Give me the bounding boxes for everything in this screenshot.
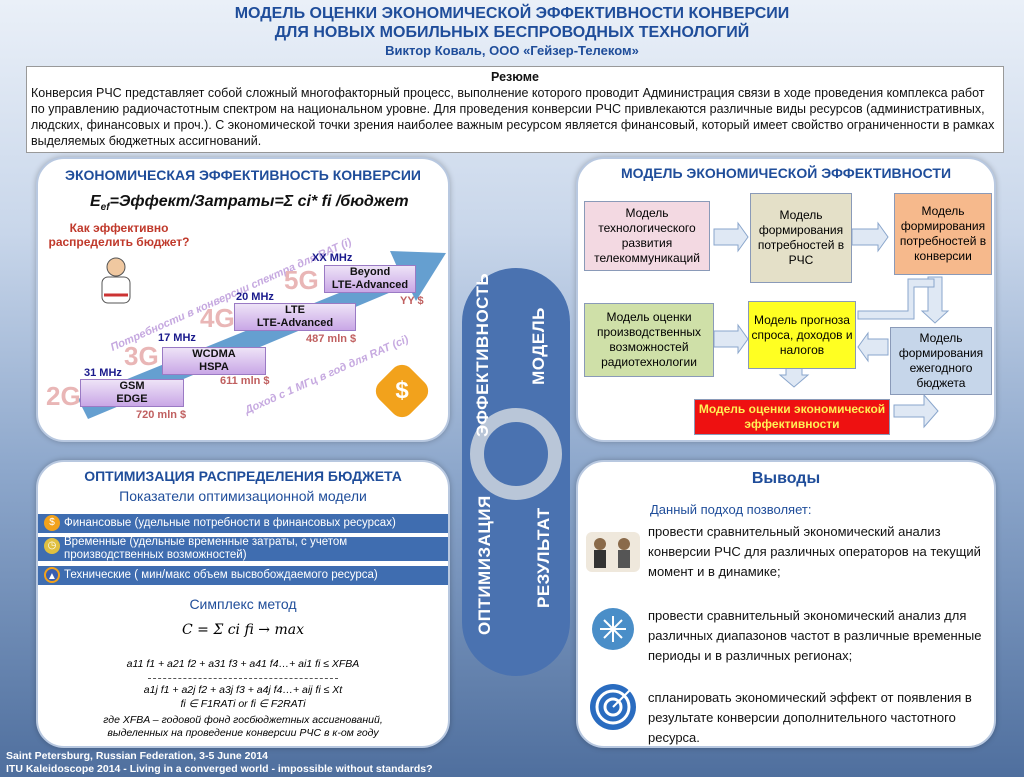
title-line-1: МОДЕЛЬ ОЦЕНКИ ЭКОНОМИЧЕСКОЙ ЭФФЕКТИВНОСТ…: [234, 5, 790, 22]
conclusions-lead: Данный подход позволяет:: [650, 502, 812, 517]
box-annual-budget: Модель формирования ежегодного бюджета: [890, 327, 992, 395]
gen-2g-mhz: 31 MHz: [84, 367, 122, 379]
panel1-title: ЭКОНОМИЧЕСКАЯ ЭФФЕКТИВНОСТЬ КОНВЕРСИИ: [65, 167, 421, 183]
gen-5g-box: Beyond LTE-Advanced: [324, 265, 416, 293]
panel2-title: МОДЕЛЬ ЭКОНОМИЧЕСКОЙ ЭФФЕКТИВНОСТИ: [620, 165, 952, 181]
money-icon: $: [44, 515, 60, 531]
constraint-1: a11 f1 + a21 f2 + a31 f3 + a41 f4…+ ai1 …: [126, 658, 360, 670]
question: Как эффективно распределить бюджет?: [48, 221, 190, 249]
footer-line-1: Saint Petersburg, Russian Federation, 3-…: [6, 750, 269, 762]
formula-sub: ef: [100, 202, 110, 214]
gen-5g-mhz: XX MHz: [312, 252, 353, 264]
formula: Eef=Эффект/Затраты=Σ ci* fi /бюджет: [90, 193, 409, 213]
bar-time: ◷Временные (удельные временные затраты, …: [38, 536, 448, 561]
label-model: МОДЕЛЬ: [529, 307, 548, 385]
gen-2g-box: GSM EDGE: [80, 379, 184, 407]
gen-4g-mhz: 20 MHz: [236, 291, 274, 303]
divider: [148, 678, 338, 679]
gen-4g-box: LTE LTE-Advanced: [234, 303, 356, 331]
simplex-title: Симплекс метод: [189, 596, 297, 612]
thinking-man-icon: [94, 255, 138, 307]
flow-arrows: [713, 221, 950, 429]
gen-2g-big: 2G: [46, 381, 81, 411]
formula-e: E: [90, 193, 101, 210]
panel3-subtitle: Показатели оптимизационной модели: [119, 488, 367, 504]
author: Виктор Коваль, ООО «Гейзер-Телеком»: [385, 43, 639, 58]
formula-rest: =Эффект/Затраты=Σ ci* fi /бюджет: [109, 193, 409, 210]
conclusion-3: спланировать экономический эффект от поя…: [648, 690, 972, 745]
footer-line-2: ITU Kaleidoscope 2014 - Living in a conv…: [6, 763, 433, 775]
gen-5g-big: 5G: [284, 265, 319, 295]
gen-5g-mln: YY $: [400, 295, 424, 307]
target-icon: [590, 684, 636, 730]
gen-3g-big: 3G: [124, 341, 159, 371]
constraint-note: где XFBA – годовой фонд госбюджетных асс…: [103, 714, 383, 739]
label-optimization: ОПТИМИЗАЦИЯ: [475, 495, 494, 635]
dollar-icon: $: [370, 359, 434, 423]
conclusion-1: провести сравнительный экономический ана…: [648, 524, 981, 579]
title-line-2: ДЛЯ НОВЫХ МОБИЛЬНЫХ БЕСПРОВОДНЫХ ТЕХНОЛО…: [274, 24, 750, 41]
resume-box: Резюме Конверсия РЧС представляет собой …: [26, 66, 1004, 153]
circuit-icon: [592, 608, 634, 650]
bar-financial: $ Финансовые (удельные потребности в фина…: [38, 514, 448, 533]
resume-title: Резюме: [491, 70, 539, 84]
gen-3g-mln: 611 mln $: [220, 375, 270, 387]
clock-icon: ◷: [44, 538, 60, 554]
box-tech-development: Модель технологического развития телеком…: [584, 201, 710, 271]
bar-technical-label: Технические ( мин/макс объем высвобождае…: [64, 569, 378, 581]
gen-4g-mln: 487 mln $: [306, 333, 357, 345]
panel-optimization: ОПТИМИЗАЦИЯ РАСПРЕДЕЛЕНИЯ БЮДЖЕТА Показа…: [36, 460, 450, 748]
label-efficiency: ЭФФЕКТИВНОСТЬ: [473, 272, 492, 437]
panel3-title: ОПТИМИЗАЦИЯ РАСПРЕДЕЛЕНИЯ БЮДЖЕТА: [84, 468, 402, 484]
growth-arrow: [78, 251, 446, 419]
constraint-2: a1j f1 + a2j f2 + a3j f3 + a4j f4…+ aij …: [143, 684, 343, 696]
gen-3g-mhz: 17 MHz: [158, 332, 196, 344]
box-production-capacity: Модель оценки производственных возможнос…: [584, 303, 714, 377]
gen-4g-big: 4G: [200, 303, 235, 333]
people-phones-icon: [586, 532, 640, 572]
bar-technical: ▲ Технические ( мин/макс объем высвобожда…: [38, 566, 448, 585]
panel-conclusions: Выводы Данный подход позволяет: провести…: [576, 460, 996, 748]
conclusion-2: провести сравнительный экономический ана…: [648, 608, 982, 663]
panel-economic-efficiency: ЭКОНОМИЧЕСКАЯ ЭФФЕКТИВНОСТЬ КОНВЕРСИИ Ee…: [36, 157, 450, 442]
bar-financial-label: Финансовые (удельные потребности в финан…: [64, 517, 396, 529]
formula-objective: C = Σ ci fi → max: [182, 622, 304, 638]
box-rcs-needs: Модель формирования потребностей в РЧС: [750, 193, 852, 283]
box-conversion-needs: Модель формирования потребностей в конве…: [894, 193, 992, 275]
box-economic-efficiency: Модель оценки экономической эффективност…: [694, 399, 890, 435]
header: МОДЕЛЬ ОЦЕНКИ ЭКОНОМИЧЕСКОЙ ЭФФЕКТИВНОСТ…: [0, 0, 1024, 59]
footer: Saint Petersburg, Russian Federation, 3-…: [6, 750, 433, 776]
label-result: РЕЗУЛЬТАТ: [534, 507, 553, 608]
gen-3g-box: WCDMA HSPA: [162, 347, 266, 375]
panel-model: МОДЕЛЬ ЭКОНОМИЧЕСКОЙ ЭФФЕКТИВНОСТИ Модел…: [576, 157, 996, 442]
tower-icon: ▲: [44, 567, 60, 583]
panel4-title: Выводы: [751, 470, 821, 487]
bar-time-label: Временные (удельные временные затраты, с…: [64, 536, 348, 561]
resume-text: Конверсия РЧС представляет собой сложный…: [31, 86, 995, 148]
constraint-3: fi ∈ F1RATi or fi ∈ F2RATi: [180, 698, 306, 710]
gen-2g-mln: 720 mln $: [136, 409, 187, 421]
box-forecast: Модель прогноза спроса, доходов и налого…: [748, 301, 856, 369]
